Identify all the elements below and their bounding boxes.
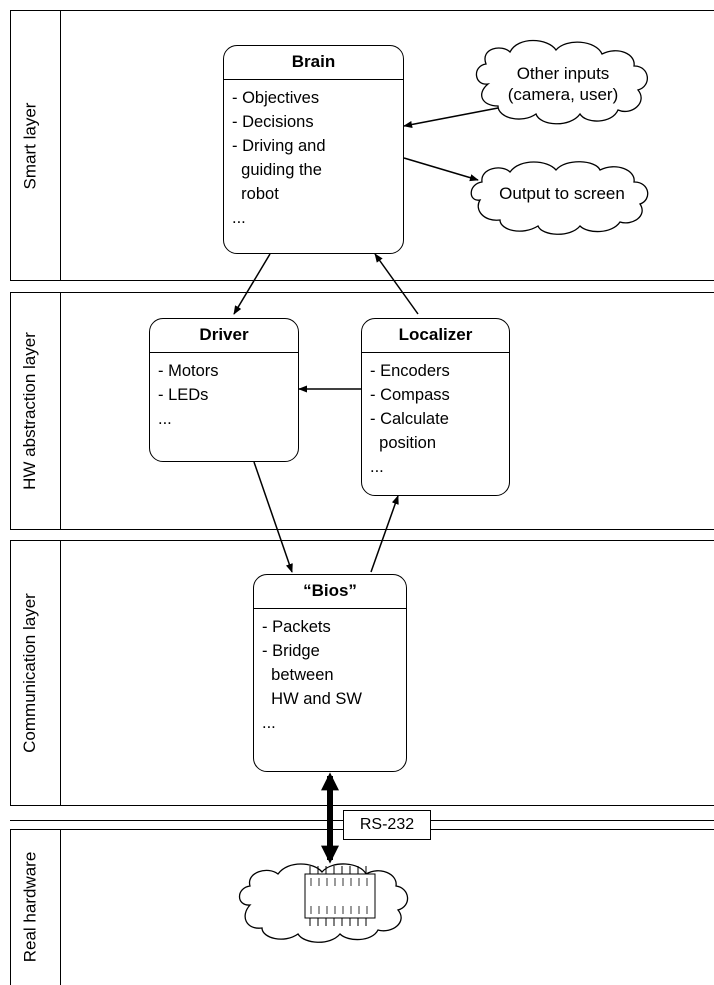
- lane-label-hw-abstraction-text: HW abstraction layer: [20, 332, 39, 490]
- lane-label-communication: Communication layer: [0, 540, 60, 806]
- chip-icon-marks: [310, 878, 368, 914]
- bios-items: - Packets - Bridge between HW and SW ...: [254, 609, 406, 735]
- cloud-other-inputs-line: (camera, user): [507, 85, 619, 104]
- localizer-item: ...: [370, 458, 384, 476]
- lane-label-communication-text: Communication layer: [20, 593, 39, 753]
- localizer-box: Localizer - Encoders - Compass - Calcula…: [361, 318, 510, 496]
- brain-item: - Objectives: [232, 89, 320, 107]
- driver-item: ...: [158, 410, 172, 428]
- arrows: [233, 107, 499, 864]
- cloud-output-screen-text: Output to screen: [482, 183, 642, 204]
- lane-label-real-hardware: Real hardware: [0, 829, 60, 985]
- bios-item: - Packets: [262, 618, 331, 636]
- lane-label-real-hardware-text: Real hardware: [20, 851, 39, 963]
- lane-label-hw-abstraction: HW abstraction layer: [0, 292, 60, 530]
- localizer-title: Localizer: [362, 319, 509, 353]
- arrow-driver-to-bios: [253, 461, 293, 573]
- cloud-other-inputs: [475, 39, 648, 125]
- bios-item: - Bridge: [262, 642, 320, 660]
- driver-box: Driver - Motors - LEDs ...: [149, 318, 299, 462]
- arrow-localizer-to-brain: [374, 253, 419, 315]
- arrow-bios-to-localizer: [370, 495, 399, 573]
- bios-title: “Bios”: [254, 575, 406, 609]
- brain-item: robot: [232, 185, 279, 203]
- brain-item: guiding the: [232, 161, 322, 179]
- lane-hw-frame: [10, 292, 714, 530]
- brain-item: ...: [232, 209, 246, 227]
- driver-item: - Motors: [158, 362, 219, 380]
- lane-smart-frame: [10, 10, 714, 281]
- bios-item: ...: [262, 714, 276, 732]
- cloud-other-inputs-line: Other inputs: [516, 64, 610, 83]
- chip-icon: [304, 866, 376, 926]
- localizer-item: - Calculate: [370, 410, 449, 428]
- cloud-other-inputs-text: Other inputs (camera, user): [488, 63, 638, 105]
- cloud-output-screen: [470, 161, 649, 235]
- chip-icon-pins: [309, 866, 367, 926]
- bios-item: between: [262, 666, 334, 684]
- brain-box: Brain - Objectives - Decisions - Driving…: [223, 45, 404, 254]
- lane-label-smart: Smart layer: [0, 10, 60, 281]
- driver-item: - LEDs: [158, 386, 209, 404]
- lane-comm-frame: [10, 540, 714, 806]
- bios-item: HW and SW: [262, 690, 362, 708]
- bios-box: “Bios” - Packets - Bridge between HW and…: [253, 574, 407, 772]
- brain-item: - Driving and: [232, 137, 326, 155]
- chip-icon-body: [304, 873, 376, 919]
- localizer-items: - Encoders - Compass - Calculate positio…: [362, 353, 509, 479]
- localizer-item: - Encoders: [370, 362, 450, 380]
- arrow-brain-to-driver: [233, 253, 271, 315]
- brain-items: - Objectives - Decisions - Driving and g…: [224, 80, 403, 230]
- driver-title: Driver: [150, 319, 298, 353]
- driver-items: - Motors - LEDs ...: [150, 353, 298, 431]
- brain-title: Brain: [224, 46, 403, 80]
- localizer-item: position: [370, 434, 437, 452]
- rs232-label: RS-232: [343, 810, 431, 840]
- brain-item: - Decisions: [232, 113, 314, 131]
- localizer-item: - Compass: [370, 386, 450, 404]
- arrow-inputs-to-brain: [403, 107, 499, 129]
- cloud-output-screen-line: Output to screen: [499, 184, 625, 203]
- lane-label-smart-text: Smart layer: [20, 102, 40, 189]
- arrow-brain-to-output: [403, 157, 479, 182]
